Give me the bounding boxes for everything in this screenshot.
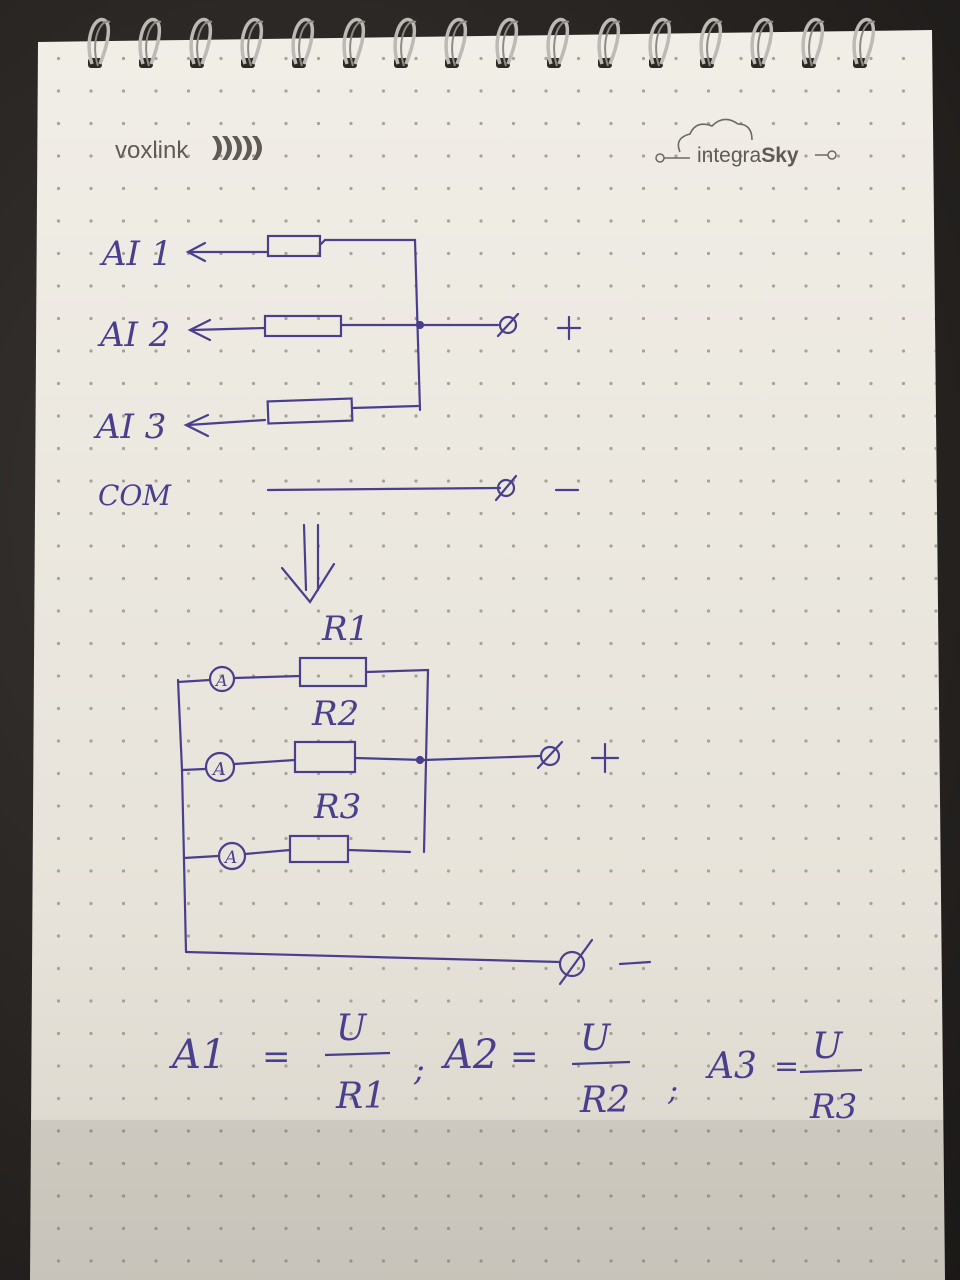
ai1-arrow-icon	[185, 241, 207, 263]
binding-ring	[699, 18, 723, 65]
binding-ring	[247, 20, 264, 67]
binding-ring	[597, 18, 621, 65]
plus-terminal-slash	[496, 312, 520, 338]
binding-ring	[852, 18, 876, 65]
binding-ring	[648, 18, 672, 65]
binding-ring	[189, 18, 213, 65]
ai3-arrow-line	[186, 418, 267, 427]
binding-ring	[145, 20, 162, 67]
shadow-overlay	[30, 1120, 945, 1280]
ai2-arrow-icon	[187, 318, 212, 342]
ai3-wire	[350, 404, 420, 410]
binding-ring	[349, 20, 366, 67]
bottom-wire	[184, 950, 562, 964]
formula-2-bar	[571, 1060, 631, 1066]
ammeter-2-label: A	[211, 759, 226, 780]
formula-2-lhs: A2	[440, 1032, 498, 1078]
label-ai1: AI 1	[99, 234, 172, 274]
binding-ring	[138, 18, 162, 65]
binding-ring	[393, 18, 417, 65]
label-com: COM	[98, 479, 172, 512]
label-r3: R3	[313, 787, 361, 827]
label-r2: R2	[311, 694, 359, 734]
svg-text:integraSky: integraSky	[697, 144, 799, 167]
formula-2-den: R2	[579, 1080, 630, 1121]
binding-ring	[240, 18, 264, 65]
ammeter-3-icon	[217, 841, 247, 871]
transform-arrow-icon	[280, 523, 336, 604]
formula-3-equals: =	[774, 1049, 799, 1084]
formula-2-equals: =	[510, 1037, 539, 1077]
minus-sign	[618, 960, 652, 966]
formula-2-num: U	[580, 1018, 612, 1059]
binding-ring	[298, 20, 315, 67]
left-bus-wire	[176, 678, 188, 954]
binding-ring	[706, 20, 723, 67]
binding-ring	[342, 18, 366, 65]
ai3-resistor	[266, 397, 354, 425]
separator-2: ;	[667, 1073, 678, 1108]
voxlink-logo: voxlink	[115, 136, 262, 164]
binding-ring	[502, 20, 519, 67]
ai3-arrow-icon	[183, 413, 210, 438]
label-ai3: AI 3	[93, 407, 166, 447]
binding-ring	[750, 18, 774, 65]
formula-1-bar	[324, 1051, 391, 1057]
plus-sign	[590, 742, 620, 774]
plus-terminal-icon	[498, 315, 518, 335]
minus-terminal-slash	[494, 474, 518, 502]
formula-3-den: R3	[809, 1087, 857, 1127]
binding-ring	[87, 18, 111, 65]
binding-ring	[808, 20, 825, 67]
binding-ring	[451, 20, 468, 67]
bottom-labels: R1 R2 R3 A A A	[211, 609, 369, 868]
binding-ring	[291, 18, 315, 65]
formula-1-lhs: A1	[168, 1032, 226, 1078]
formula-row: A1 = U R1 ; A2 = U R2 ; A3 = U R3	[168, 1008, 863, 1127]
binding-ring	[604, 20, 621, 67]
ammeter-1-label: A	[214, 671, 228, 690]
binding-ring	[553, 20, 570, 67]
plus-sign	[556, 315, 582, 341]
junction-dot	[415, 320, 425, 330]
separator-1: ;	[413, 1050, 425, 1088]
ammeter-2-icon	[204, 751, 236, 783]
binding-ring	[196, 20, 213, 67]
svg-text:voxlink: voxlink	[115, 137, 189, 164]
dot-grid	[30, 30, 945, 1280]
formula-1-equals: =	[262, 1037, 291, 1077]
formula-1-num: U	[336, 1008, 368, 1049]
label-r1: R1	[321, 609, 369, 649]
formula-3-num: U	[812, 1026, 844, 1067]
integrasky-logo: integraSky	[655, 118, 837, 167]
spiral-binding	[87, 18, 876, 68]
binding-ring	[400, 20, 417, 67]
top-labels: AI 1 AI 2 AI 3 COM	[93, 234, 172, 512]
junction-dot	[415, 755, 425, 765]
binding-ring	[655, 20, 672, 67]
formula-1-den: R1	[335, 1076, 386, 1117]
com-wire	[266, 486, 502, 492]
ammeter-3-label: A	[223, 848, 237, 868]
minus-terminal-icon	[496, 478, 516, 498]
right-bus-wire	[364, 668, 430, 854]
binding-ring	[444, 18, 468, 65]
bottom-schematic	[176, 656, 652, 986]
formula-3-bar	[799, 1068, 863, 1074]
ai2-arrow-line	[190, 326, 267, 332]
binding-ring	[546, 18, 570, 65]
minus-terminal-icon	[558, 950, 586, 978]
binding-ring	[801, 18, 825, 65]
label-ai2: AI 2	[97, 315, 170, 355]
binding-ring	[859, 20, 876, 67]
binding-ring	[94, 20, 111, 67]
plus-terminal-icon	[539, 745, 561, 767]
formula-3-lhs: A3	[705, 1046, 757, 1087]
top-schematic	[183, 234, 582, 502]
binding-ring	[757, 20, 774, 67]
binding-ring	[495, 18, 519, 65]
